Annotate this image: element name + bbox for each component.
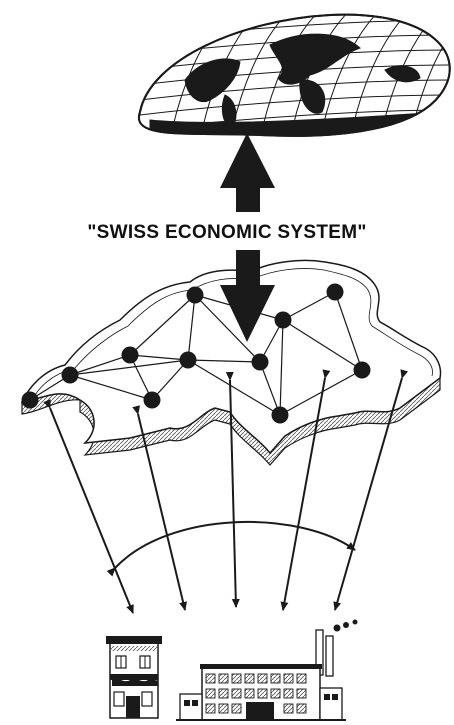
- network-node: [186, 286, 204, 304]
- globe-icon: [137, 13, 451, 137]
- arrow-up-icon: [220, 133, 275, 212]
- network-node: [274, 311, 292, 329]
- network-node: [326, 283, 344, 301]
- network-node: [353, 361, 371, 379]
- flow-arrow: [132, 405, 188, 611]
- network-node: [271, 406, 289, 424]
- factory-icon: [176, 619, 358, 721]
- network-node: [61, 366, 79, 384]
- house-icon: [106, 636, 162, 719]
- network-node: [121, 346, 139, 364]
- network-node: [179, 351, 197, 369]
- network-node: [143, 391, 161, 409]
- arrow-down-icon: [220, 250, 275, 342]
- network-node: [21, 391, 39, 409]
- connecting-arc: [106, 520, 356, 577]
- network-node: [251, 353, 269, 371]
- diagram-title: "SWISS ECONOMIC SYSTEM": [87, 222, 367, 243]
- flow-arrow: [43, 399, 134, 614]
